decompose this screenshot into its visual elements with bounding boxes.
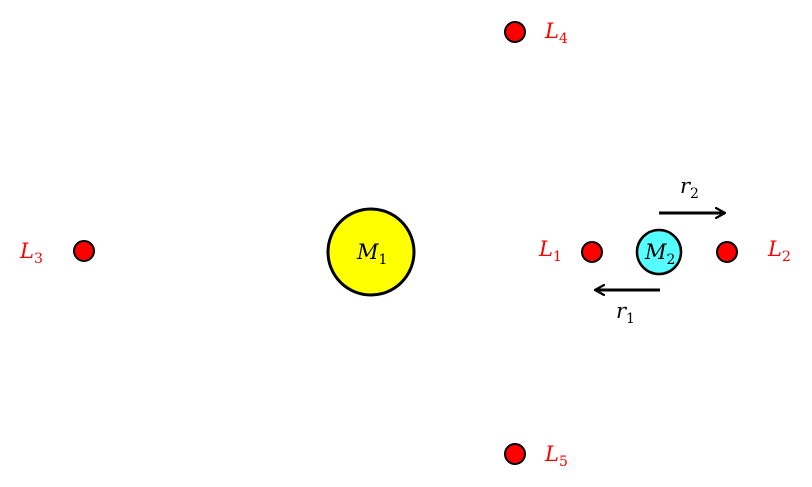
r1-label: r1 — [616, 299, 635, 327]
secondary-mass-m2-label: M2 — [644, 240, 675, 268]
lagrange-point-l2-marker — [716, 241, 738, 263]
primary-mass-m1-label-sub: 1 — [379, 252, 388, 268]
secondary-mass-m2-label-base: M — [644, 240, 667, 264]
lagrange-point-l4: L4 — [504, 19, 568, 47]
lagrange-point-l4-marker — [504, 21, 526, 43]
primary-mass-m1: M1 — [326, 207, 416, 297]
lagrange-point-l3-label: L3 — [19, 239, 43, 267]
lagrange-point-l5-label-sub: 5 — [559, 454, 568, 470]
lagrange-point-l5-label-base: L — [544, 442, 559, 466]
lagrange-point-l3: L3 — [19, 239, 95, 267]
distance-r2: r2 — [659, 174, 725, 213]
distance-r1: r1 — [595, 290, 660, 327]
lagrange-point-l2-label-base: L — [767, 237, 782, 261]
lagrange-point-l2-label: L2 — [767, 237, 791, 265]
r2-label-sub: 2 — [690, 186, 699, 202]
lagrange-point-l5-marker — [504, 443, 526, 465]
lagrange-point-l1-label-base: L — [538, 237, 553, 261]
lagrange-point-l3-label-sub: 3 — [34, 251, 43, 267]
lagrange-point-l5-label: L5 — [544, 442, 568, 470]
lagrange-point-l5: L5 — [504, 442, 568, 470]
r1-label-base: r — [616, 299, 628, 323]
secondary-mass-m2-label-sub: 2 — [667, 252, 676, 268]
lagrange-point-l1-marker — [581, 241, 603, 263]
primary-mass-m1-disc — [326, 207, 416, 297]
lagrange-point-l3-marker — [73, 240, 95, 262]
lagrange-point-l4-label: L4 — [544, 19, 568, 47]
lagrange-point-l1: L1 — [538, 237, 603, 265]
r2-label: r2 — [680, 174, 699, 202]
lagrange-point-l1-label: L1 — [538, 237, 562, 265]
lagrange-point-l4-label-sub: 4 — [559, 31, 568, 47]
primary-mass-m1-label-base: M — [356, 240, 379, 264]
secondary-mass-m2-disc — [635, 228, 683, 276]
secondary-mass-m2: M2 — [635, 228, 683, 276]
r1-label-sub: 1 — [626, 311, 635, 327]
primary-mass-m1-label: M1 — [356, 240, 387, 268]
lagrange-point-l4-label-base: L — [544, 19, 559, 43]
lagrange-point-l2-label-sub: 2 — [782, 249, 791, 265]
lagrange-point-l2: L2 — [716, 237, 791, 265]
r2-label-base: r — [680, 174, 692, 198]
lagrange-point-l3-label-base: L — [19, 239, 34, 263]
lagrange-point-l1-label-sub: 1 — [553, 249, 562, 265]
